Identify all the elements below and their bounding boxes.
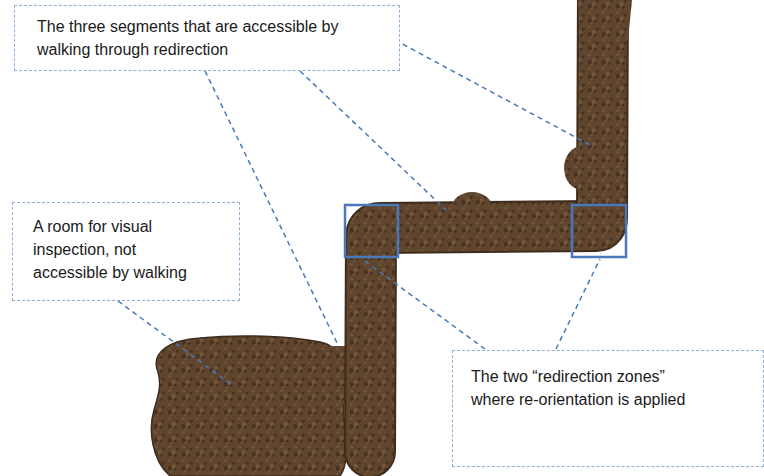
leader-line xyxy=(395,40,590,145)
leader-line xyxy=(118,301,232,385)
corridor-alcove xyxy=(452,192,492,222)
callout-text: A room for visual inspection, not access… xyxy=(33,215,201,285)
redirection-zone xyxy=(345,205,398,257)
callout-text: The two “redirection zones” where re-ori… xyxy=(471,365,709,411)
corridor-alcove xyxy=(564,146,600,190)
callout-text: The three segments that are accessible b… xyxy=(37,15,339,61)
leader-line xyxy=(362,259,485,349)
corridor-top xyxy=(578,0,632,40)
callout-box: The three segments that are accessible b… xyxy=(14,5,400,71)
leader-line xyxy=(556,259,600,349)
inspection-room xyxy=(151,336,346,476)
redirection-zone xyxy=(572,205,626,257)
leader-line xyxy=(300,71,446,210)
callout-box: A room for visual inspection, not access… xyxy=(12,202,240,301)
callout-box: The two “redirection zones” where re-ori… xyxy=(452,350,764,467)
